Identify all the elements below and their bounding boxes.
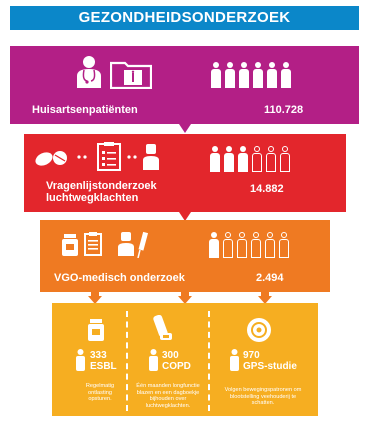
flow-arrow [177,209,193,221]
person-icon [210,62,221,88]
pills-icon [35,151,67,166]
questionnaire-icon [97,142,121,171]
tier-count: 110.728 [264,104,304,116]
person-icon [149,349,158,371]
person-outline-icon [251,146,262,172]
patient-file-icon [110,61,152,89]
person-icon [252,62,263,88]
person-outline-icon [250,232,261,258]
flow-arrow [258,290,272,304]
sample-jar-icon [88,319,104,341]
flow-arrow [88,290,102,304]
tier-count: 2.494 [256,272,284,284]
person-icon [208,232,219,258]
person-icon [224,62,235,88]
substudy-name: GPS-studie [243,361,297,372]
person-icon [223,146,234,172]
tier-label: VGO-medisch onderzoek [54,272,185,284]
substudy-number: 970 [243,350,260,361]
people-row [210,62,291,88]
clipboard-icon [84,232,102,256]
person-icon [230,349,239,371]
doctor-icon [77,56,101,88]
page-title: GEZONDHEIDSONDERZOEK [10,6,359,30]
patient-icon [143,144,159,170]
substudy-number: 300 [162,350,179,361]
gps-device-icon [247,318,271,342]
dots-icon [127,155,137,159]
person-icon [280,62,291,88]
syringe-icon [137,231,148,258]
flow-arrow [178,290,192,304]
person-outline-icon [222,232,233,258]
person-icon [238,62,249,88]
person-outline-icon [265,146,276,172]
tier-count: 14.882 [250,183,284,195]
substudy-name: COPD [162,361,191,372]
substudy-description: Regelmatig ontlasting opsturen. [85,383,115,402]
person-outline-icon [278,232,289,258]
person-outline-icon [264,232,275,258]
divider [126,311,128,411]
tier-vgo-medisch-onderzoek: VGO-medisch onderzoek 2.494 [40,220,330,292]
substudy-description: Volgen bewegingspatronen om blootstellin… [224,387,302,406]
inhaler-icon [153,315,172,340]
person-icon [237,146,248,172]
divider [208,311,210,411]
tier-label: Vragenlijstonderzoek luchtwegklachten [46,180,157,204]
tier-substudies: 333 ESBL Regelmatig ontlasting opsturen.… [52,303,318,416]
sample-jar-icon [62,234,78,256]
person-outline-icon [279,146,290,172]
substudy-description: Één maanden longfunctie blazen en een da… [136,383,200,409]
patient-icon [118,232,134,256]
substudy-name: ESBL [90,361,117,372]
people-row [208,232,289,258]
tier-huisartsenpatienten: Huisartsenpatiënten 110.728 [10,46,359,124]
person-icon [209,146,220,172]
person-outline-icon [236,232,247,258]
person-icon [266,62,277,88]
tier-vragenlijstonderzoek: Vragenlijstonderzoek luchtwegklachten 14… [24,134,346,212]
dots-icon [77,155,87,159]
person-icon [76,349,85,371]
substudy-number: 333 [90,350,107,361]
people-row [209,146,290,172]
tier-label: Huisartsenpatiënten [32,104,138,116]
flow-arrow [177,121,193,133]
